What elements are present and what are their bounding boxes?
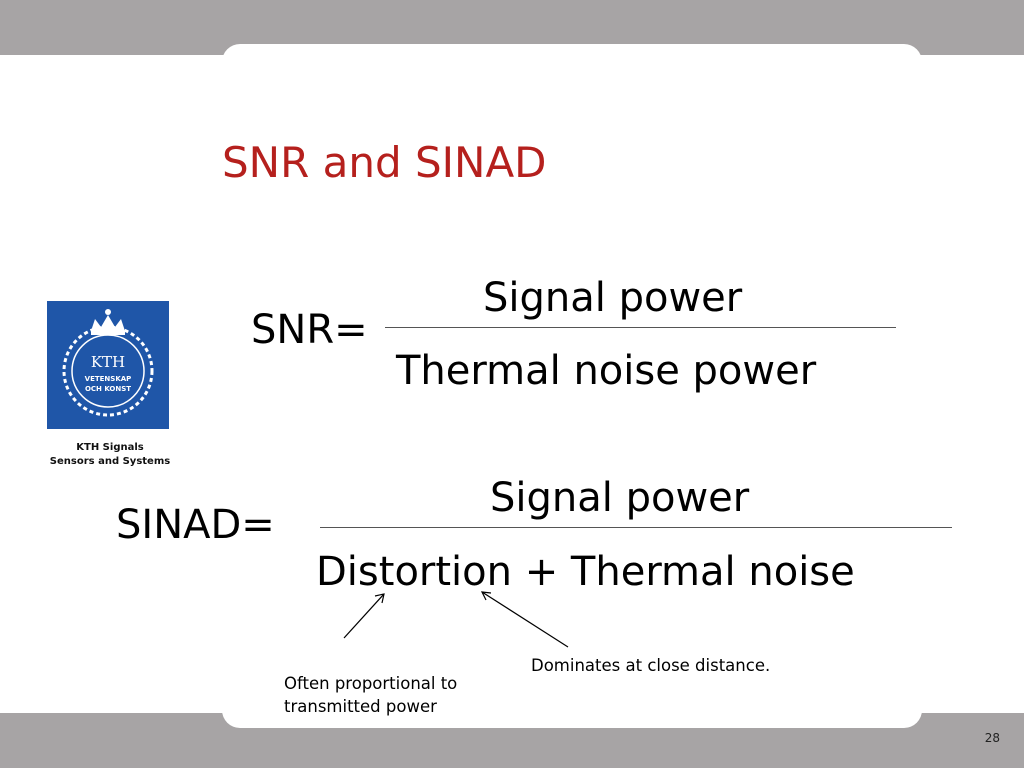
kth-seal-icon: KTH VETENSKAP OCH KONST [62,309,154,417]
distortion-note: Often proportional to transmitted power [284,672,457,718]
slide-panel [222,44,922,728]
sinad-denominator: Distortion + Thermal noise [316,549,855,595]
slide-title: SNR and SINAD [222,138,547,187]
noise-arrow-line [481,591,569,648]
noise-arrowhead-icon [480,591,492,601]
noise-note: Dominates at close distance. [531,656,771,675]
kth-logo: KTH VETENSKAP OCH KONST [47,301,169,429]
sinad-label: SINAD= [116,502,275,548]
seal-text-vetenskap: VETENSKAP [85,375,132,383]
logo-caption-line1: KTH Signals [76,442,144,453]
sinad-numerator: Signal power [490,475,750,521]
seal-text-konst: OCH KONST [85,385,131,393]
sinad-fraction-line [320,527,952,528]
snr-numerator: Signal power [483,275,743,321]
logo-caption-line2: Sensors and Systems [49,456,171,467]
distortion-arrowhead-icon [374,593,385,604]
distortion-arrow-line [343,593,385,639]
logo-caption: KTH Signals Sensors and Systems [40,441,180,469]
slide-number: 28 [984,731,1000,745]
snr-label: SNR= [251,307,368,353]
distortion-note-line2: transmitted power [284,697,437,716]
snr-denominator: Thermal noise power [396,348,817,394]
snr-fraction-line [385,327,896,328]
distortion-note-line1: Often proportional to [284,674,458,693]
seal-text-kth: KTH [91,353,125,371]
